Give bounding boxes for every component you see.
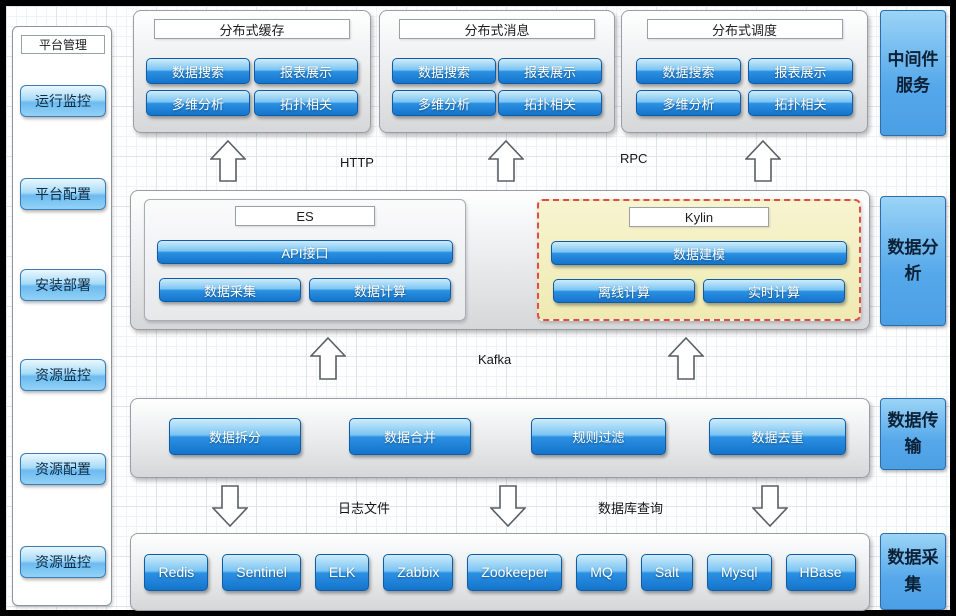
sidebar-item-resource-monitoring[interactable]: 资源监控 bbox=[20, 359, 106, 391]
up-arrow-icon bbox=[310, 337, 346, 380]
btn-api-interface[interactable]: API接口 bbox=[157, 240, 453, 264]
flow-label-rpc: RPC bbox=[620, 151, 648, 166]
sidebar-item-platform-config[interactable]: 平台配置 bbox=[20, 178, 106, 210]
down-arrow-icon bbox=[752, 485, 788, 527]
btn-data-collect[interactable]: 数据采集 bbox=[159, 278, 301, 302]
btn-topology[interactable]: 拓扑相关 bbox=[498, 90, 602, 116]
panel-data-transport: 数据拆分 数据合并 规则过滤 数据去重 bbox=[130, 398, 870, 478]
panel-title-kylin: Kylin bbox=[629, 207, 769, 227]
up-arrow-icon bbox=[668, 337, 704, 380]
panel-title-distributed-scheduling: 分布式调度 bbox=[646, 19, 843, 39]
btn-data-search[interactable]: 数据搜索 bbox=[146, 58, 250, 84]
btn-elk[interactable]: ELK bbox=[314, 553, 370, 591]
collection-button-row: Redis Sentinel ELK Zabbix Zookeeper MQ S… bbox=[131, 534, 869, 610]
btn-data-compute[interactable]: 数据计算 bbox=[309, 278, 451, 302]
btn-data-dedup[interactable]: 数据去重 bbox=[709, 418, 846, 455]
btn-data-search[interactable]: 数据搜索 bbox=[392, 58, 496, 84]
panel-data-analysis: ES API接口 数据采集 数据计算 Kylin 数据建模 离线计算 实时计算 bbox=[130, 190, 870, 330]
btn-multidim-analysis[interactable]: 多维分析 bbox=[392, 90, 496, 116]
btn-hbase[interactable]: HBase bbox=[785, 553, 856, 591]
btn-data-merge[interactable]: 数据合并 bbox=[349, 418, 471, 455]
up-arrow-icon bbox=[745, 140, 781, 182]
panel-kylin: Kylin 数据建模 离线计算 实时计算 bbox=[537, 199, 861, 321]
btn-report-display[interactable]: 报表展示 bbox=[748, 58, 853, 84]
down-arrow-icon bbox=[490, 485, 526, 527]
right-label-data-collection: 数据采集 bbox=[880, 533, 946, 610]
panel-distributed-scheduling: 分布式调度 数据搜索 报表展示 多维分析 拓扑相关 bbox=[621, 10, 868, 133]
btn-offline-compute[interactable]: 离线计算 bbox=[553, 279, 695, 303]
panel-title-distributed-cache: 分布式缓存 bbox=[154, 19, 350, 39]
btn-multidim-analysis[interactable]: 多维分析 bbox=[636, 90, 741, 116]
up-arrow-icon bbox=[488, 140, 524, 182]
up-arrow-icon bbox=[210, 140, 246, 182]
flow-label-kafka: Kafka bbox=[478, 352, 512, 367]
btn-salt[interactable]: Salt bbox=[640, 553, 693, 591]
btn-rule-filter[interactable]: 规则过滤 bbox=[531, 418, 666, 455]
right-label-data-transport: 数据传输 bbox=[880, 398, 946, 470]
btn-mq[interactable]: MQ bbox=[576, 553, 627, 591]
btn-redis[interactable]: Redis bbox=[144, 553, 209, 591]
btn-mysql[interactable]: Mysql bbox=[706, 553, 772, 591]
platform-management-label: 平台管理 bbox=[21, 35, 105, 54]
btn-zookeeper[interactable]: Zookeeper bbox=[467, 553, 563, 591]
flow-label-log-file: 日志文件 bbox=[338, 501, 391, 516]
panel-distributed-message: 分布式消息 数据搜索 报表展示 多维分析 拓扑相关 bbox=[379, 10, 615, 133]
btn-data-search[interactable]: 数据搜索 bbox=[636, 58, 741, 84]
btn-realtime-compute[interactable]: 实时计算 bbox=[703, 279, 845, 303]
panel-title-distributed-message: 分布式消息 bbox=[399, 19, 595, 39]
sidebar-item-install-deploy[interactable]: 安装部署 bbox=[20, 269, 106, 301]
btn-report-display[interactable]: 报表展示 bbox=[498, 58, 602, 84]
btn-multidim-analysis[interactable]: 多维分析 bbox=[146, 90, 250, 116]
sidebar-item-run-monitoring[interactable]: 运行监控 bbox=[20, 85, 106, 117]
right-label-middleware-service: 中间件服务 bbox=[880, 10, 946, 136]
btn-data-split[interactable]: 数据拆分 bbox=[169, 418, 301, 455]
sidebar-item-resource-config[interactable]: 资源配置 bbox=[20, 453, 106, 485]
flow-label-http: HTTP bbox=[340, 155, 374, 170]
panel-distributed-cache: 分布式缓存 数据搜索 报表展示 多维分析 拓扑相关 bbox=[133, 10, 371, 133]
left-sidebar: 平台管理 运行监控 平台配置 安装部署 资源监控 资源配置 资源监控 bbox=[12, 26, 112, 606]
btn-topology[interactable]: 拓扑相关 bbox=[748, 90, 853, 116]
panel-es: ES API接口 数据采集 数据计算 bbox=[144, 199, 466, 321]
btn-data-modeling[interactable]: 数据建模 bbox=[551, 241, 847, 265]
flow-label-db-query: 数据库查询 bbox=[598, 501, 664, 516]
btn-report-display[interactable]: 报表展示 bbox=[254, 58, 358, 84]
btn-topology[interactable]: 拓扑相关 bbox=[254, 90, 358, 116]
sidebar-item-resource-monitoring-2[interactable]: 资源监控 bbox=[20, 546, 106, 578]
panel-data-collection: Redis Sentinel ELK Zabbix Zookeeper MQ S… bbox=[130, 533, 870, 611]
btn-sentinel[interactable]: Sentinel bbox=[222, 553, 301, 591]
down-arrow-icon bbox=[212, 485, 248, 527]
right-label-data-analysis: 数据分析 bbox=[880, 196, 946, 326]
btn-zabbix[interactable]: Zabbix bbox=[383, 553, 454, 591]
panel-title-es: ES bbox=[235, 206, 375, 226]
